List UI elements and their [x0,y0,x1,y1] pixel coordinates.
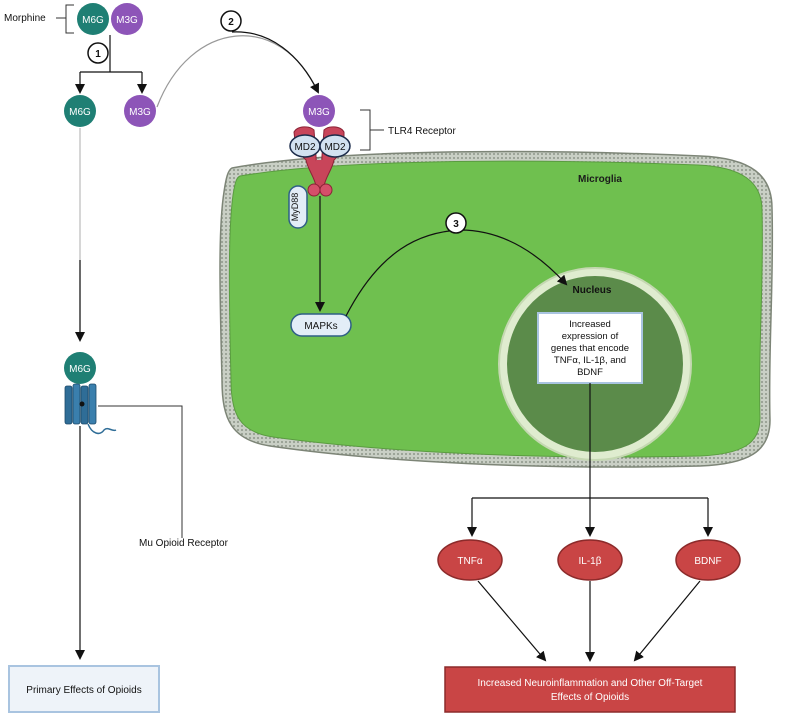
m6g-bound-molecule [64,352,96,384]
m3g-top-label: M3G [116,15,138,26]
step2-arrow: 2 [156,10,319,108]
tlr4-tir-left [307,183,321,197]
tlr4-bracket [360,109,384,151]
md2-left-label: MD2 [294,142,316,153]
gene-box-line-4: TNFα, IL-1β, and [554,355,626,366]
mu-opioid-receptor: M6G Mu Opioid Receptor [64,352,229,549]
md2-right-label: MD2 [324,142,346,153]
cytokines: TNFα IL-1β BDNF [437,539,741,581]
step1-branch: 1 [75,35,147,94]
myd88: MyD88 [288,185,308,229]
off-target-arrows [477,580,701,662]
m3g-bound-label: M3G [308,107,330,118]
bdnf-node [675,539,741,581]
step-1-badge [87,42,109,64]
tnfa-node [437,539,503,581]
step-3-number: 3 [453,219,459,230]
morphine-group: Morphine M6G M3G [4,3,143,35]
m3g-top-molecule [111,3,143,35]
tlr4-receptor: M3G MD2 MD2 TLR4 Receptor [289,95,456,197]
m3g-molecule [124,95,156,127]
arrow-tnfa-to-effects [477,580,547,662]
cell-cytoplasm [228,160,763,458]
m6g-bound-label: M6G [69,364,91,375]
cytokine-branch [467,383,713,537]
branch-lines [80,35,142,73]
tlr4-receptor-label: TLR4 Receptor [388,126,456,137]
step3-arrow: 3 [345,212,568,317]
primary-effects-box: Primary Effects of Opioids [8,665,160,713]
myd88-label: MyD88 [290,193,300,222]
bdnf-label: BDNF [694,556,721,567]
m3g-label: M3G [129,107,151,118]
primary-effects-label: Primary Effects of Opioids [26,685,141,696]
tnfa-label: TNFα [457,556,482,567]
gene-box-frame [537,312,643,384]
tlr4-stem [316,160,324,190]
morphine-bracket [56,4,74,34]
mapks-label: MAPKs [304,321,337,332]
m3g-bound-molecule [303,95,335,127]
step-2-curve-light [156,35,319,108]
receptor-binding-dot [79,401,85,407]
step-3-badge [445,212,467,234]
il1b-node [557,539,623,581]
tm-helix-1 [64,385,73,425]
tlr4-tir-right [319,183,333,197]
m6g-molecule [64,95,96,127]
m6g-top-molecule [77,3,109,35]
off-target-line-1: Increased Neuroinflammation and Other Of… [478,678,703,689]
off-target-line-2: Effects of Opioids [551,692,629,703]
mapks-shape [290,313,352,337]
gene-box-line-1: Increased [569,319,611,330]
morphine-label: Morphine [4,13,46,24]
off-target-effects-box: Increased Neuroinflammation and Other Of… [444,666,736,713]
mu-receptor-label: Mu Opioid Receptor [139,538,229,549]
arrow-bdnf-to-effects [633,580,701,662]
m6g-label: M6G [69,107,91,118]
mu-receptor-pointer [98,405,183,538]
microglia-label: Microglia [578,174,622,185]
mapks: MAPKs [290,313,352,337]
nucleus-label: Nucleus [573,285,612,296]
il1b-label: IL-1β [579,556,602,567]
step-1-number: 1 [95,49,101,60]
gene-box-line-5: BDNF [577,367,603,378]
primary-effects-frame [8,665,160,713]
tm-helix-4 [88,383,97,425]
gene-box-line-3: genes that encode [551,343,629,354]
step-2-badge [220,10,242,32]
m6g-top-label: M6G [82,15,104,26]
step-2-number: 2 [228,17,234,28]
tm-helix-2 [72,383,81,425]
step-2-curve [231,31,319,94]
gene-box-line-2: expression of [562,331,619,342]
md2-right [319,134,351,158]
gene-expression-box: Increased expression of genes that encod… [537,312,643,384]
off-target-frame [444,666,736,713]
receptor-tail [87,423,117,435]
myd88-shape [288,185,308,229]
